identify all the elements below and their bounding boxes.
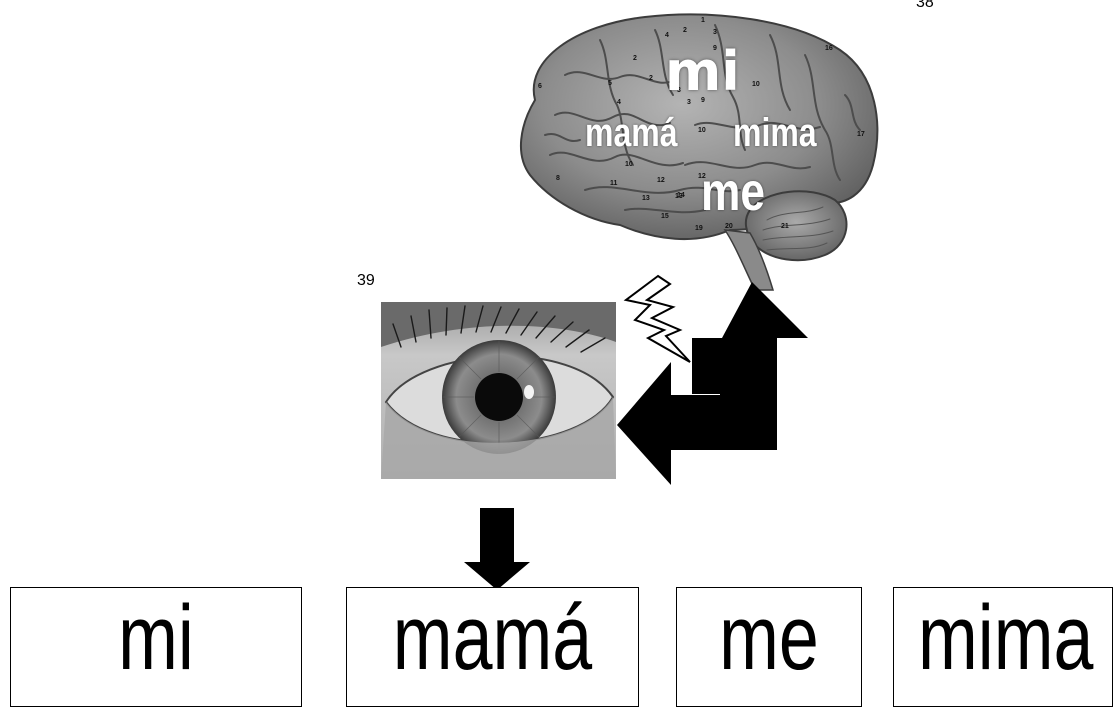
word-card-text: mima <box>918 592 1088 684</box>
lightning-bolt-icon <box>626 276 690 362</box>
word-card-me: me <box>676 587 862 707</box>
word-card-text: mi <box>43 592 269 684</box>
arrows-layer <box>0 0 1113 686</box>
word-card-text: me <box>697 592 841 684</box>
word-card-mama: mamá <box>346 587 639 707</box>
word-card-mi: mi <box>10 587 302 707</box>
word-card-text: mamá <box>379 592 606 684</box>
down-arrow-icon <box>464 508 530 590</box>
word-card-mima: mima <box>893 587 1113 707</box>
